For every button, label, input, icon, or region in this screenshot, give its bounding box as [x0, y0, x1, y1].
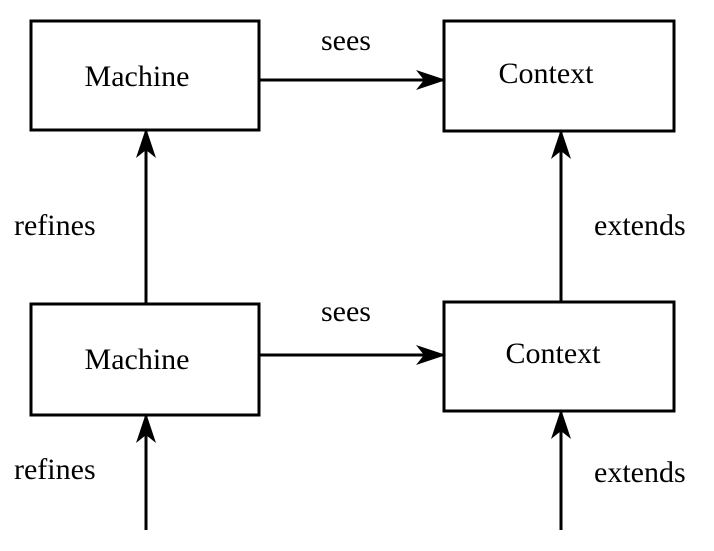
machine-label-bottom: Machine	[85, 343, 190, 376]
machine-label-top: Machine	[85, 60, 190, 93]
refines-label-upper: refines	[14, 209, 96, 242]
context-label-bottom: Context	[506, 337, 602, 370]
refines-label-lower: refines	[14, 453, 96, 486]
sees-label-top: sees	[321, 24, 371, 57]
sees-label-bottom: sees	[321, 295, 371, 328]
extends-label-lower: extends	[594, 456, 686, 489]
context-label-top: Context	[499, 57, 595, 90]
extends-label-upper: extends	[594, 209, 686, 242]
